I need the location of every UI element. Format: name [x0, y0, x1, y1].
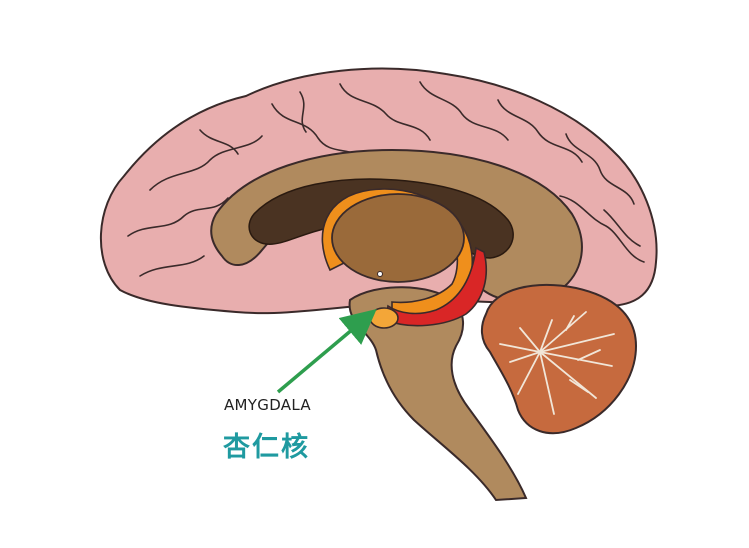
amygdala-label-chinese: 杏仁核	[223, 425, 310, 464]
amygdala-arrow	[278, 318, 366, 392]
pineal-mark	[378, 272, 383, 277]
cerebellum	[482, 285, 636, 433]
thalamus	[332, 194, 464, 282]
amygdala	[370, 308, 398, 328]
amygdala-label-english: AMYGDALA	[224, 396, 311, 414]
